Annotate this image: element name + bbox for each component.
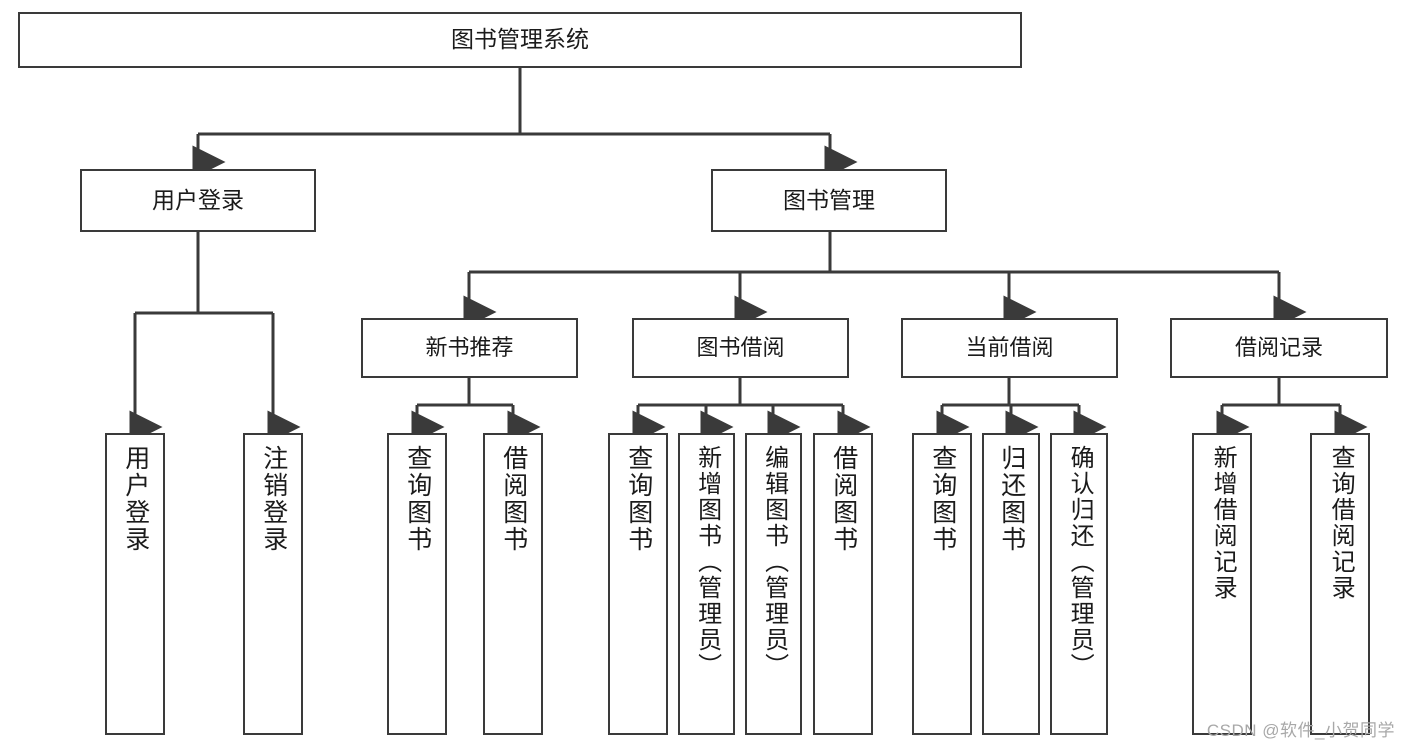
leaf-label: 新增图书（管理员） [693,445,721,679]
leaf-label: 新增借阅记录 [1209,445,1237,601]
node-current-borrow[interactable]: 当前借阅 [901,318,1118,378]
leaf-label: 查询图书 [403,445,432,553]
leaf-current-borrow-return[interactable]: 归还图书 [982,433,1040,735]
node-root[interactable]: 图书管理系统 [18,12,1022,68]
leaf-label: 查询图书 [624,445,653,553]
leaf-label: 编辑图书（管理员） [760,445,788,679]
leaf-label: 借阅图书 [499,445,528,553]
node-borrow-record[interactable]: 借阅记录 [1170,318,1388,378]
leaf-label: 用户登录 [121,445,150,553]
leaf-borrow-record-query[interactable]: 查询借阅记录 [1310,433,1370,735]
leaf-label: 查询借阅记录 [1327,445,1355,601]
leaf-label: 归还图书 [997,445,1026,553]
leaf-book-borrow-edit[interactable]: 编辑图书（管理员） [745,433,802,735]
node-book-manage[interactable]: 图书管理 [711,169,947,232]
leaf-book-borrow-add[interactable]: 新增图书（管理员） [678,433,735,735]
leaf-label: 借阅图书 [829,445,858,553]
leaf-user-login-logout[interactable]: 注销登录 [243,433,303,735]
node-user-login[interactable]: 用户登录 [80,169,316,232]
leaf-current-borrow-query[interactable]: 查询图书 [912,433,972,735]
node-root-label: 图书管理系统 [451,26,589,53]
leaf-current-borrow-confirm[interactable]: 确认归还（管理员） [1050,433,1108,735]
leaf-new-book-query[interactable]: 查询图书 [387,433,447,735]
leaf-new-book-borrow[interactable]: 借阅图书 [483,433,543,735]
node-user-login-label: 用户登录 [152,186,244,213]
leaf-book-borrow-query[interactable]: 查询图书 [608,433,668,735]
node-new-book-recommend[interactable]: 新书推荐 [361,318,578,378]
node-book-manage-label: 图书管理 [783,186,875,213]
watermark: CSDN @软件_小贺同学 [1206,721,1395,740]
leaf-label: 查询图书 [928,445,957,553]
leaf-user-login-login[interactable]: 用户登录 [105,433,165,735]
node-borrow-record-label: 借阅记录 [1234,335,1323,361]
node-book-borrow[interactable]: 图书借阅 [632,318,849,378]
leaf-label: 确认归还（管理员） [1066,445,1094,679]
leaf-label: 注销登录 [259,445,288,553]
leaf-borrow-record-add[interactable]: 新增借阅记录 [1192,433,1252,735]
node-current-borrow-label: 当前借阅 [965,335,1054,361]
node-new-book-recommend-label: 新书推荐 [425,335,514,361]
node-book-borrow-label: 图书借阅 [696,335,785,361]
leaf-book-borrow-borrow[interactable]: 借阅图书 [813,433,873,735]
